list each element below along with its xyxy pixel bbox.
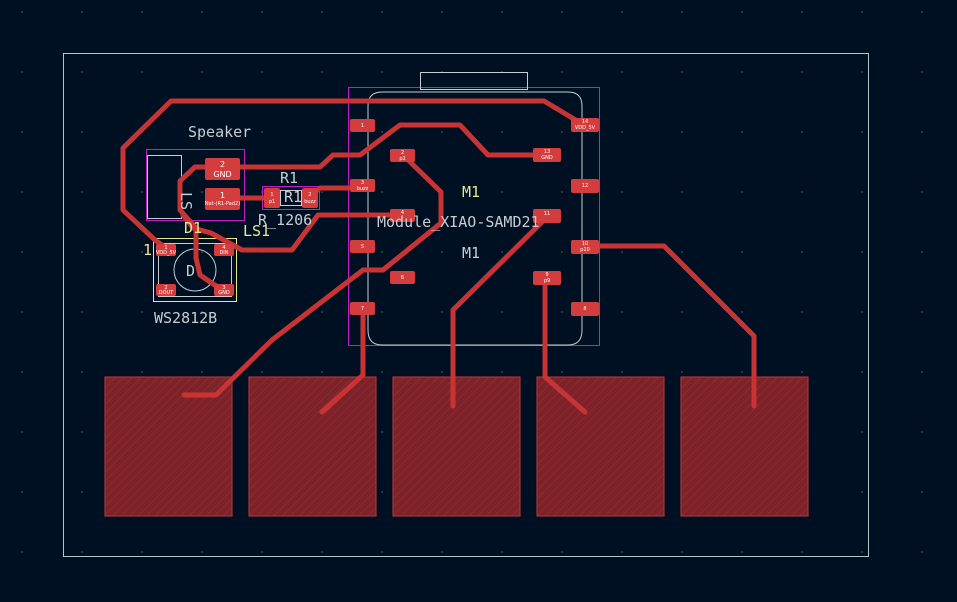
- speaker-courtyard: [146, 149, 245, 221]
- module-pad-8[interactable]: 8: [571, 302, 599, 316]
- led-pad-2-number: 2: [164, 285, 167, 291]
- module-pad-14[interactable]: 14 VDD_5V: [571, 118, 599, 132]
- touch-pad-2[interactable]: [248, 376, 377, 517]
- copper-traces: [120, 98, 757, 415]
- led-pin1-marker: 1: [143, 241, 152, 259]
- module-pad-12[interactable]: 12: [571, 179, 599, 193]
- module-pad-5-number: 5: [361, 244, 364, 250]
- module-ref-label: M1: [462, 183, 480, 201]
- touch-pad-group: [104, 376, 809, 517]
- module-value-label: Module_XIAO-SAMD21: [377, 213, 540, 231]
- module-pad-4[interactable]: 4: [390, 209, 415, 222]
- module-pad-7-number: 7: [361, 306, 364, 312]
- touch-pad-5[interactable]: [680, 376, 809, 517]
- speaker-pad-2-net: GND: [213, 170, 231, 179]
- module-pad-10-net: p10: [580, 247, 590, 253]
- module-pads: 1 2 p2 3 buzz 4 5 6 7 14: [350, 118, 599, 316]
- resistor-pad-1-number: 1: [270, 192, 273, 198]
- module-pad-7[interactable]: 7: [350, 302, 375, 315]
- module-pad-10[interactable]: 10 p10: [571, 240, 599, 254]
- resistor-pad-2-net: buzz: [304, 199, 316, 205]
- led-pad-2[interactable]: 2 DOUT: [156, 284, 176, 296]
- led-pad-1-number: 1: [164, 245, 167, 251]
- touch-pad-4[interactable]: [536, 376, 665, 517]
- resistor-fab-ref: R1: [284, 188, 302, 206]
- touch-pad-1[interactable]: [104, 376, 233, 517]
- resistor-value-label: R_1206: [258, 211, 312, 229]
- module-pad-11-number: 11: [544, 211, 550, 217]
- touch-pad-3[interactable]: [392, 376, 521, 517]
- resistor-pad-1[interactable]: 1 p1: [264, 188, 280, 208]
- module-pad-9[interactable]: 9 p9: [533, 271, 561, 285]
- trace-p2-pad[interactable]: [181, 152, 444, 398]
- trace-vdd[interactable]: [120, 98, 587, 251]
- led-pad-1[interactable]: 1 VDD_5V: [156, 244, 177, 256]
- module-pad-10-number: 10: [582, 241, 588, 247]
- led-ref-label: D1: [184, 219, 202, 237]
- led-pad-3-number: 3: [222, 285, 225, 291]
- module-pad-12-number: 12: [582, 183, 588, 189]
- module-pad-13[interactable]: 13 GND: [533, 148, 561, 162]
- trace-p4-led[interactable]: [180, 212, 407, 253]
- led-body-label: D: [186, 262, 195, 280]
- led-pad-4-net: DIN: [219, 250, 228, 256]
- module-pad-14-number: 14: [582, 119, 588, 125]
- speaker-pad-1-number: 1: [220, 191, 225, 200]
- led-pad-3-net: GND: [218, 290, 230, 296]
- module-pad-1-number: 1: [361, 123, 364, 129]
- module-pad-4-number: 4: [401, 210, 404, 216]
- speaker-ref-label: LS1: [243, 222, 270, 240]
- module-pad-3[interactable]: 3 buzz: [350, 179, 375, 192]
- module-pad-6[interactable]: 6: [390, 271, 415, 284]
- trace-p7-pad[interactable]: [319, 306, 366, 415]
- module-usb-connector-outline: [420, 72, 528, 90]
- speaker-pad-1[interactable]: 1 Net-(R1-Pad2): [205, 188, 240, 210]
- led-pad-2-net: DOUT: [159, 290, 174, 296]
- resistor-ref-label: R1: [280, 169, 298, 187]
- speaker-pad-2[interactable]: 2 GND: [205, 158, 240, 180]
- module-pad-8-number: 8: [583, 306, 586, 312]
- module-pad-2-number: 2: [401, 150, 404, 156]
- module-pad-13-net: GND: [541, 155, 553, 161]
- module-pad-14-net: VDD_5V: [575, 125, 596, 131]
- module-pad-3-number: 3: [361, 180, 364, 186]
- trace-p9-pad[interactable]: [542, 275, 588, 415]
- trace-p10-pad[interactable]: [582, 243, 757, 409]
- module-pad-2-net: p2: [399, 156, 405, 162]
- board-edge-outline[interactable]: [63, 53, 869, 557]
- module-pad-2[interactable]: 2 p2: [390, 149, 415, 162]
- module-pad-11[interactable]: 11: [533, 209, 561, 223]
- module-fab-ref: M1: [462, 244, 480, 262]
- speaker-ref-label-secondary: LS: [177, 192, 195, 210]
- module-pad-9-net: p9: [544, 278, 550, 284]
- module-pad-13-number: 13: [544, 149, 550, 155]
- resistor-pad-2[interactable]: 2 buzz: [302, 188, 318, 208]
- led-pad-4[interactable]: 4 DIN: [214, 244, 234, 256]
- trace-p11-pad[interactable]: [450, 214, 550, 409]
- led-pad-3[interactable]: 3 GND: [214, 284, 234, 296]
- trace-gnd-speaker[interactable]: [177, 122, 552, 293]
- resistor-pad-2-number: 2: [308, 192, 311, 198]
- resistor-body-outline: [280, 190, 302, 206]
- led-pad-1-net: VDD_5V: [156, 250, 177, 256]
- speaker-name-label: Speaker: [188, 123, 251, 141]
- module-pad-9-number: 9: [545, 272, 548, 278]
- resistor-pad-1-net: p1: [269, 199, 275, 205]
- speaker-pad-2-number: 2: [220, 160, 225, 169]
- module-pad-3-net: buzz: [357, 186, 369, 192]
- speaker-pad-1-net: Net-(R1-Pad2): [205, 201, 240, 207]
- led-pad-4-number: 4: [222, 245, 225, 251]
- module-pad-5[interactable]: 5: [350, 240, 375, 253]
- led-value-label: WS2812B: [154, 309, 217, 327]
- module-pad-1[interactable]: 1: [350, 119, 375, 132]
- module-pad-6-number: 6: [401, 275, 404, 281]
